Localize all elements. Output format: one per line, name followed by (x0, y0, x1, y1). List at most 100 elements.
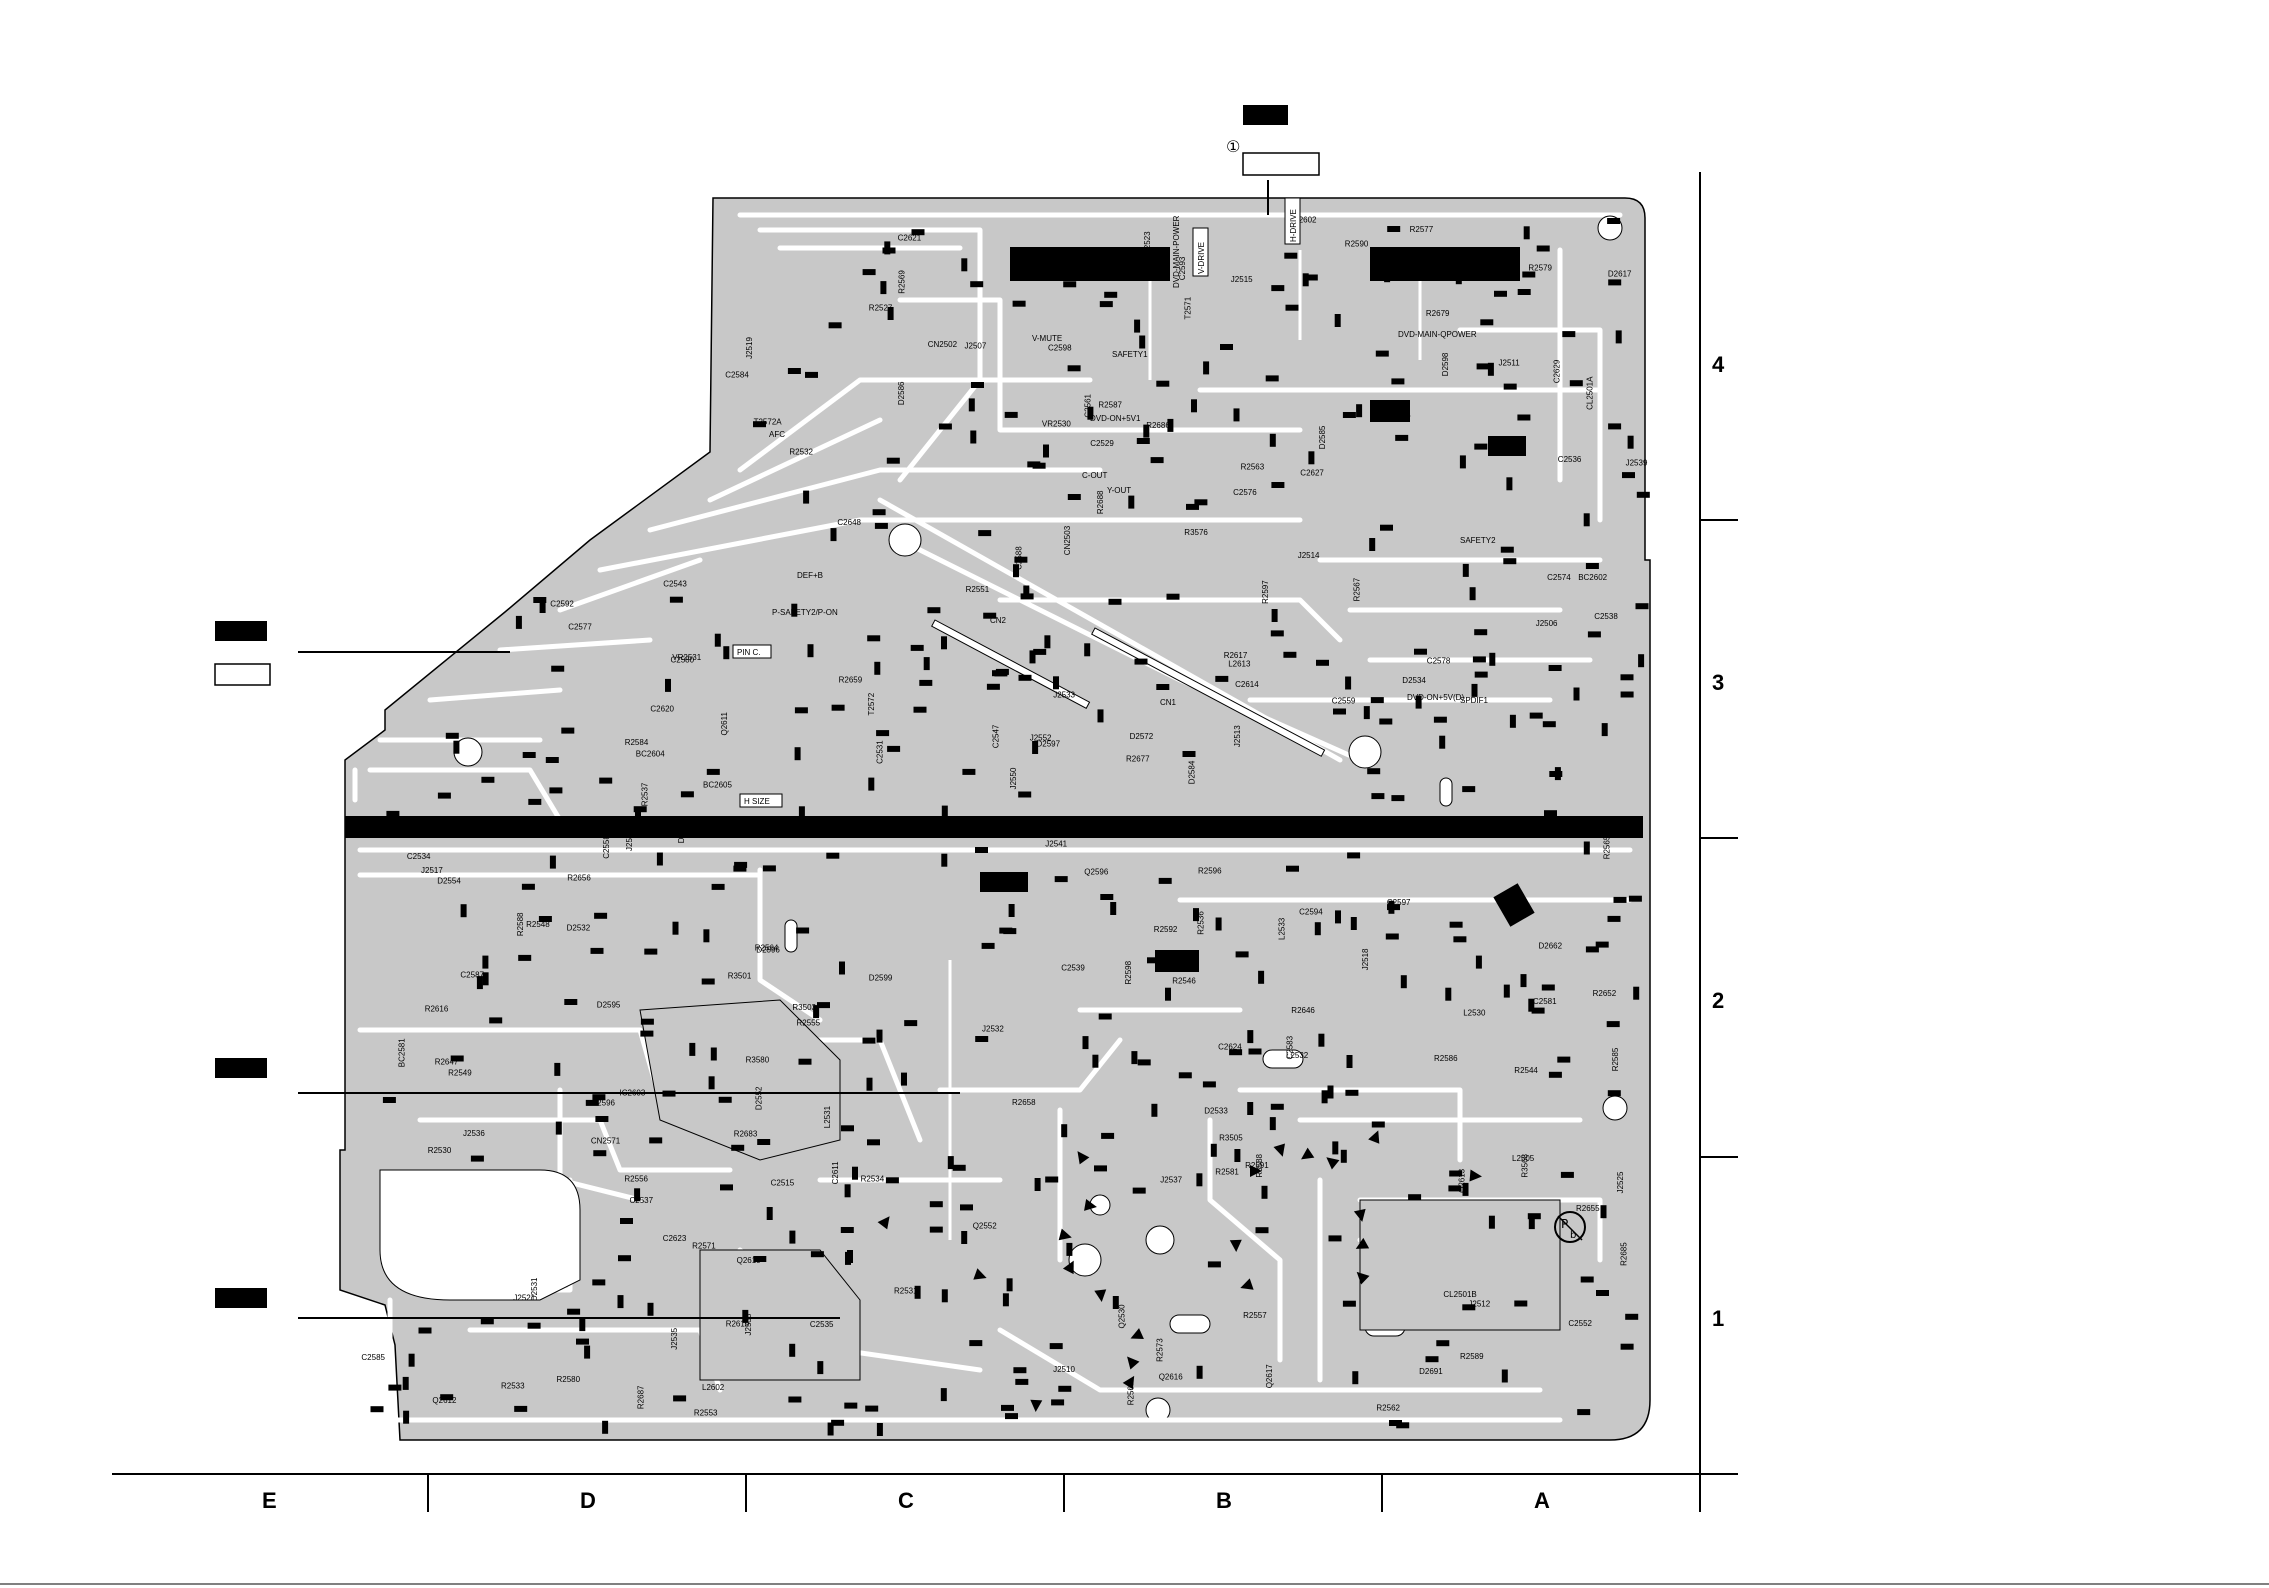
smd-pad (1459, 455, 1466, 469)
component-ref: Q2610 (737, 1256, 762, 1265)
smd-pad (1098, 1013, 1112, 1020)
smd-pad (1462, 1182, 1469, 1196)
component-ref: CN2503 (1063, 525, 1072, 555)
smd-pad (1391, 378, 1405, 385)
smd-pad (594, 912, 608, 919)
smd-pad (1487, 362, 1494, 376)
smd-pad (1247, 1030, 1254, 1044)
component-ref: Q2530 (1118, 1304, 1127, 1329)
smd-pad (554, 1062, 561, 1076)
net-labels: SAFETY1 DVD-ON+5V1 C-OUT Y-OUT SPDIF1 DV… (769, 330, 1496, 705)
smd-pad (1628, 895, 1642, 902)
component-ref: J2510 (1053, 1365, 1075, 1374)
smd-pad (813, 1005, 820, 1019)
component-ref: R2571 (692, 1241, 716, 1250)
cn1-label: CN1 (1160, 698, 1177, 707)
smd-pad (839, 961, 845, 975)
smd-pad (840, 1227, 854, 1233)
component-ref: R2679 (1426, 309, 1450, 318)
component-ref: R2617 (1224, 651, 1248, 660)
smd-pad (522, 752, 536, 758)
smd-pad (1503, 984, 1510, 998)
smd-pad (876, 1423, 883, 1436)
smd-pad (1321, 1090, 1328, 1104)
smd-pad (970, 281, 984, 288)
smd-pad (1271, 609, 1278, 622)
smd-pad (1082, 1036, 1089, 1050)
smd-pad (1097, 709, 1104, 723)
component-ref: R2676 (1387, 411, 1411, 420)
component-ref: C2594 (1299, 908, 1323, 917)
component-ref: R3501 (728, 971, 752, 980)
component-ref: C2581 (1533, 997, 1557, 1006)
component-ref: D2599 (869, 974, 893, 983)
component-ref: R3588 (1255, 1153, 1264, 1177)
smd-pad (1316, 659, 1329, 666)
component-ref: R2598 (1124, 960, 1133, 984)
smd-pad (579, 1318, 586, 1332)
smd-pad (1005, 1413, 1018, 1420)
smd-pad (733, 865, 747, 872)
smd-pad (1247, 1102, 1254, 1115)
component-ref: Q2616 (1159, 1373, 1184, 1382)
smd-pad (1562, 331, 1576, 338)
smd-pad (567, 1308, 581, 1315)
component-ref: C2536 (1558, 455, 1582, 464)
component-ref: L2531 (823, 1105, 832, 1128)
component-ref: J2537 (1160, 1176, 1182, 1185)
smd-pad (1269, 433, 1276, 447)
component-ref: J2550 (1009, 767, 1018, 789)
smd-pad (1333, 708, 1346, 715)
smd-pad (515, 615, 522, 629)
smd-pad (1371, 1121, 1385, 1128)
boxed-label-pin-c: PIN C. (737, 648, 761, 657)
smd-pad (1607, 1090, 1621, 1097)
smd-pad (865, 1405, 879, 1412)
arrow-mark (1326, 1157, 1340, 1170)
smd-pad (1284, 252, 1298, 259)
component-ref: R2596 (1198, 867, 1222, 876)
component-ref: R2686 (1146, 421, 1170, 430)
smd-pad (1363, 706, 1370, 720)
smd-pad (1520, 974, 1527, 988)
component-ref: R2577 (1410, 225, 1434, 234)
smd-pad (595, 1116, 609, 1122)
smd-pad (742, 1309, 749, 1323)
smd-pad (941, 853, 948, 867)
smd-pad (656, 852, 663, 866)
smd-pad (618, 1255, 631, 1262)
component-ref: R2531 (894, 1287, 918, 1296)
smd-pad (1503, 558, 1517, 565)
smd-pad (970, 430, 977, 444)
smd-pad (887, 745, 901, 752)
arrow-mark (1084, 1199, 1097, 1211)
smd-pad (876, 1029, 883, 1043)
smd-pad (1193, 908, 1199, 922)
smd-pad (1013, 564, 1019, 578)
component-ref: R2677 (1126, 755, 1150, 764)
arrow-mark (877, 1216, 890, 1230)
smd-pad (1134, 658, 1148, 665)
smd-pad (1112, 1296, 1119, 1309)
arrow-mark (1094, 1289, 1107, 1302)
smd-pad (382, 1097, 396, 1103)
smd-pad (1265, 375, 1279, 382)
zone-row-2: 2 (1712, 988, 1724, 1013)
smd-pad (1108, 598, 1122, 605)
smd-pad (720, 1184, 733, 1191)
smd-pad (1480, 319, 1494, 326)
smd-pad (549, 855, 556, 869)
component-ref: R2563 (1241, 463, 1265, 472)
component-ref: R2584 (625, 738, 649, 747)
boxed-label-h-drive: H-DRIVE (1289, 209, 1298, 242)
smd-pad (831, 1419, 845, 1426)
smd-pad (844, 1402, 858, 1409)
smd-pad (975, 847, 988, 853)
component-ref: D2534 (1402, 676, 1426, 685)
smd-pad (1347, 852, 1361, 859)
smd-pad (947, 1156, 954, 1170)
smd-pad (634, 1188, 641, 1202)
smd-pad (1166, 593, 1180, 600)
component-ref: J2538 (744, 1313, 753, 1335)
component-ref: C2611 (831, 1161, 840, 1185)
